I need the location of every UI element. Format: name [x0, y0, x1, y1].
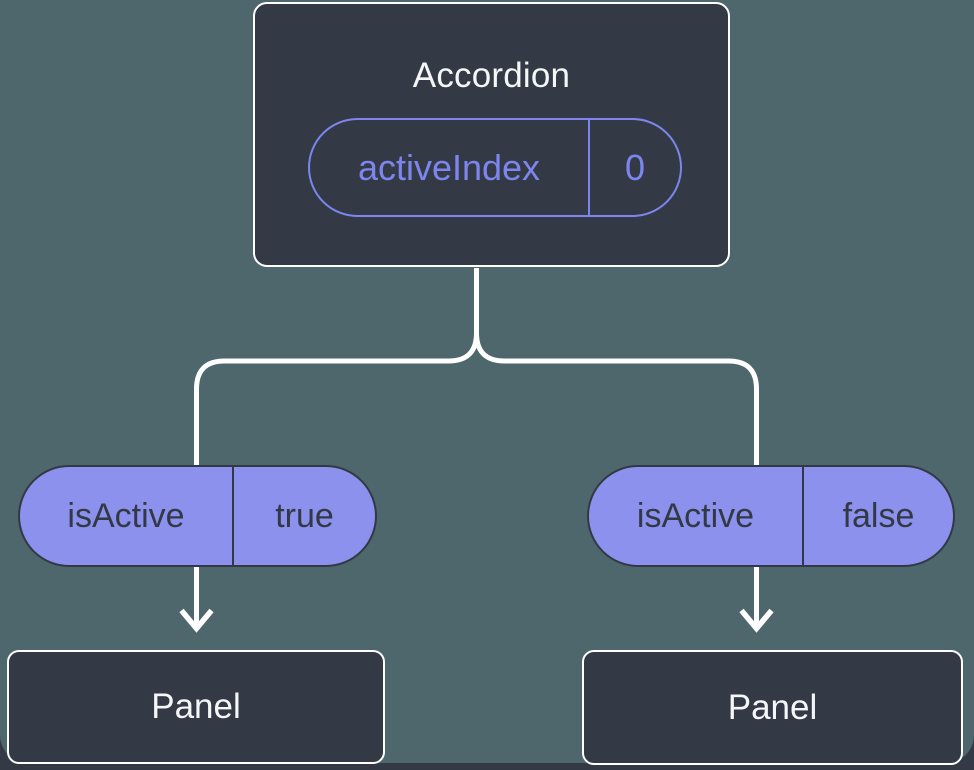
prop-value-label: false — [842, 496, 915, 535]
accordion-node: Accordion activeIndex 0 — [253, 2, 730, 267]
is-active-true-prop-pill: isActive true — [18, 465, 377, 567]
accordion-node-title: Accordion — [412, 56, 571, 95]
prop-name-label: isActive — [589, 467, 804, 565]
active-index-prop-pill: activeIndex 0 — [308, 118, 682, 217]
panel-node-left: Panel — [7, 650, 385, 764]
prop-name-label: isActive — [20, 467, 234, 565]
panel-node-title: Panel — [151, 687, 241, 726]
prop-name-label: activeIndex — [310, 120, 590, 215]
prop-value-label: true — [275, 496, 334, 535]
panel-node-right: Panel — [582, 650, 963, 765]
is-active-false-prop-pill: isActive false — [587, 465, 955, 567]
panel-node-title: Panel — [727, 687, 818, 727]
prop-value-label: 0 — [624, 146, 646, 188]
